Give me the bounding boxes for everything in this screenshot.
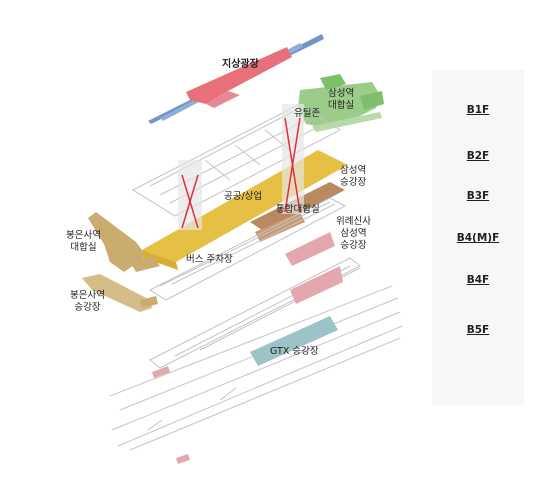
ground-plaza [148,34,324,124]
label-samseong-concourse: 삼성역 대합실 [328,88,355,111]
gold-floor-edge [142,250,178,270]
floor-link-b4mf[interactable]: B4(M)F [456,232,500,244]
label-utility-zone: 유틸존 [294,108,321,119]
tan-platform [82,274,152,312]
gtx-platform-block [250,316,338,366]
floor-link-b4f[interactable]: B4F [466,274,490,286]
wirye-pink-block [285,232,335,266]
plaza-red-zone [186,47,292,104]
label-public-commercial: 공공/상업 [224,191,263,202]
b5f-gtx-floor [109,285,403,451]
label-gtx-platform: GTX 승강장 [270,346,319,357]
vertical-core-2 [282,104,304,214]
b4f-pink-block [290,266,343,304]
floor-legend-panel: B1F B2F B3F B4(M)F B4F B5F [432,70,524,405]
bongeunsa-link [130,256,160,272]
green-block [320,74,346,90]
vertical-core-1 [178,160,202,230]
label-integrated-concourse: 통합대합실 [276,204,320,215]
green-edge [312,112,382,132]
bus-parking-floor [148,197,347,301]
bongeunsa-platform [82,274,158,312]
label-bongeunsa-concourse: 봉은사역 대합실 [66,230,101,253]
green-block-2 [360,91,384,110]
floor-link-b5f[interactable]: B5F [466,324,490,336]
label-samseong-platform: 삼성역 승강장 [340,165,367,188]
label-plaza: 지상광장 [222,59,259,70]
label-wirye-sinsa-samseong-platform: 위례신사 삼성역 승강장 [336,216,371,251]
floor-link-b3f[interactable]: B3F [466,190,490,202]
floor-link-b1f[interactable]: B1F [466,104,490,116]
plaza-red-zone-2 [206,91,240,108]
bongeunsa-concourse-block [88,212,144,272]
gtx-pink-small [152,366,170,378]
floor-link-b2f[interactable]: B2F [466,150,490,162]
gtx-pink-small-2 [176,454,190,464]
label-bongeunsa-platform: 봉은사역 승강장 [70,290,105,313]
tan-platform-link [140,296,158,308]
label-bus-parking: 버스 주차장 [186,254,233,265]
